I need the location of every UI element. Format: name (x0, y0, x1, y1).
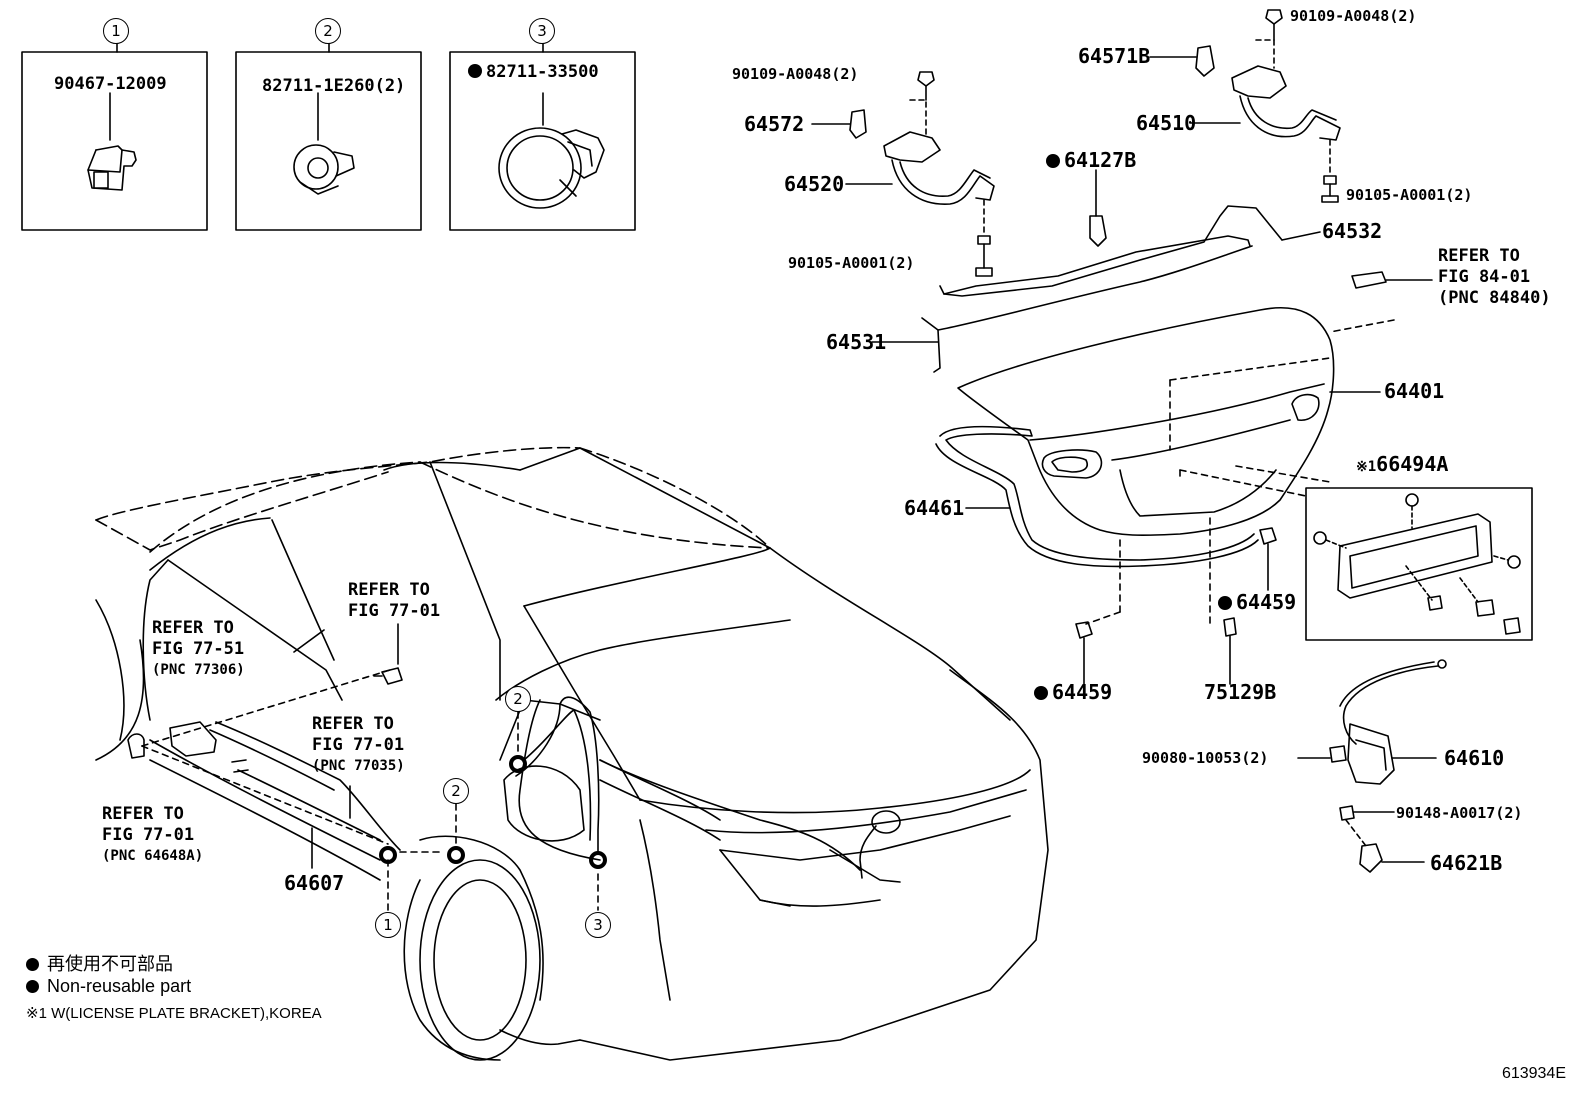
part-label-90080-10053: 90080-10053(2) (1142, 749, 1269, 767)
part-number-66494A: 66494A (1376, 452, 1449, 476)
part-number-64127B: 64127B (1064, 148, 1137, 172)
car-callout-2a: 2 (443, 778, 469, 804)
diagram-code: 613934E (1501, 1065, 1566, 1082)
reference-line: FIG 77-51 (152, 639, 245, 659)
part-label-90148-A0017: 90148-A0017(2) (1396, 804, 1523, 822)
car-callout-1: 1 (375, 912, 401, 938)
reference-line: (PNC 77035) (312, 758, 405, 774)
callout-circle-1: 1 (103, 18, 129, 44)
weatherstrip (935, 425, 1259, 568)
car-parts (127, 667, 607, 869)
part-number-64459-a: 64459 (1236, 590, 1297, 614)
reference-line: FIG 77-01 (312, 735, 405, 755)
part-label-90467-12009: 90467-12009 (54, 74, 167, 94)
legend-note: ※1 W(LICENSE PLATE BRACKET),KOREA (26, 1005, 322, 1022)
clips-64459 (1075, 527, 1277, 685)
part-label-64127B: 64127B (1046, 150, 1136, 170)
reference-line: FIG 77-01 (102, 825, 195, 845)
part-label-64531: 64531 (826, 330, 887, 354)
non-reusable-dot-icon (1034, 686, 1048, 700)
car-cables (209, 696, 861, 871)
part-label-64459-left: 64459 (1034, 682, 1112, 702)
hinge-right (1149, 9, 1341, 203)
torsion-bars (871, 205, 1321, 373)
part-label-90105-right: 90105-A0001(2) (1346, 186, 1473, 204)
reference-line: REFER TO (312, 714, 394, 734)
reference-line: REFER TO (348, 580, 430, 600)
car-body-solid (95, 447, 1049, 1061)
part-label-90109-left: 90109-A0048(2) (732, 65, 859, 83)
trunk-lid (957, 306, 1381, 536)
reference-line: REFER TO (152, 618, 234, 638)
lock-assembly (1297, 659, 1447, 873)
part-label-64532: 64532 (1322, 219, 1383, 243)
reference-line: (PNC 64648A) (102, 848, 204, 864)
legend-jp: 再使用不可部品 (26, 950, 173, 976)
part-number-64459-b: 64459 (1052, 680, 1113, 704)
callout-circle-3: 3 (529, 18, 555, 44)
reference-line: REFER TO (1438, 246, 1520, 266)
reference-fig-77-01-c[interactable]: REFER TO FIG 77-01 (PNC 64648A) (102, 804, 203, 867)
inset-box-3 (449, 41, 636, 231)
non-reusable-dot-icon (468, 64, 482, 78)
reference-line: REFER TO (102, 804, 184, 824)
part-label-64459-right: 64459 (1218, 592, 1296, 612)
non-reusable-dot-icon (1218, 596, 1232, 610)
inset-box-2 (235, 41, 422, 231)
hinge-left (811, 71, 995, 277)
part-number-82711-33500: 82711-33500 (486, 62, 599, 82)
car-body (95, 446, 771, 553)
lid-dash-lines (1085, 465, 1331, 625)
license-plate-box (1305, 487, 1533, 641)
legend-en-text: Non-reusable part (47, 976, 192, 996)
non-reusable-dot-icon (1046, 154, 1060, 168)
part-label-64607: 64607 (284, 871, 345, 895)
legend-en: Non-reusable part (26, 976, 191, 997)
note-marker: ※1 (1356, 459, 1377, 475)
car-dash (141, 669, 599, 911)
part-label-90105-left: 90105-A0001(2) (788, 254, 915, 272)
part-label-82711-33500: 82711-33500 (468, 64, 599, 81)
part-label-64461: 64461 (904, 496, 965, 520)
inset-box-1 (21, 41, 208, 231)
legend-jp-text: 再使用不可部品 (47, 954, 173, 974)
reference-line: FIG 77-01 (348, 601, 441, 621)
part-label-82711-1E260: 82711-1E260(2) (262, 76, 406, 96)
part-label-64621B: 64621B (1430, 851, 1503, 875)
non-reusable-dot-icon (26, 980, 39, 993)
part-label-66494A: ※166494A (1356, 454, 1448, 477)
part-label-75129B: 75129B (1204, 680, 1277, 704)
callout-circle-2: 2 (315, 18, 341, 44)
part-label-64610: 64610 (1444, 746, 1505, 770)
reference-fig-77-01-a[interactable]: REFER TO FIG 77-01 (348, 580, 440, 622)
lamp-part (1329, 271, 1433, 333)
reference-fig-84-01[interactable]: REFER TO FIG 84-01 (PNC 84840) (1438, 246, 1551, 309)
reference-fig-77-51[interactable]: REFER TO FIG 77-51 (PNC 77306) (152, 618, 245, 681)
non-reusable-dot-icon (26, 958, 39, 971)
reference-fig-77-01-b[interactable]: REFER TO FIG 77-01 (PNC 77035) (312, 714, 405, 777)
part-label-64510: 64510 (1136, 111, 1197, 135)
part-label-64572: 64572 (744, 112, 805, 136)
reference-line: FIG 84-01 (1438, 267, 1531, 287)
leaders (293, 623, 399, 665)
part-label-64520: 64520 (784, 172, 845, 196)
car-callout-2b: 2 (505, 686, 531, 712)
clip-64127B (1089, 169, 1107, 247)
car-callout-3: 3 (585, 912, 611, 938)
part-label-64571B: 64571B (1078, 44, 1151, 68)
part-label-90109-right: 90109-A0048(2) (1290, 7, 1417, 25)
reference-line: (PNC 84840) (1438, 288, 1551, 308)
part-label-64401: 64401 (1384, 379, 1445, 403)
reference-line: (PNC 77306) (152, 662, 245, 678)
